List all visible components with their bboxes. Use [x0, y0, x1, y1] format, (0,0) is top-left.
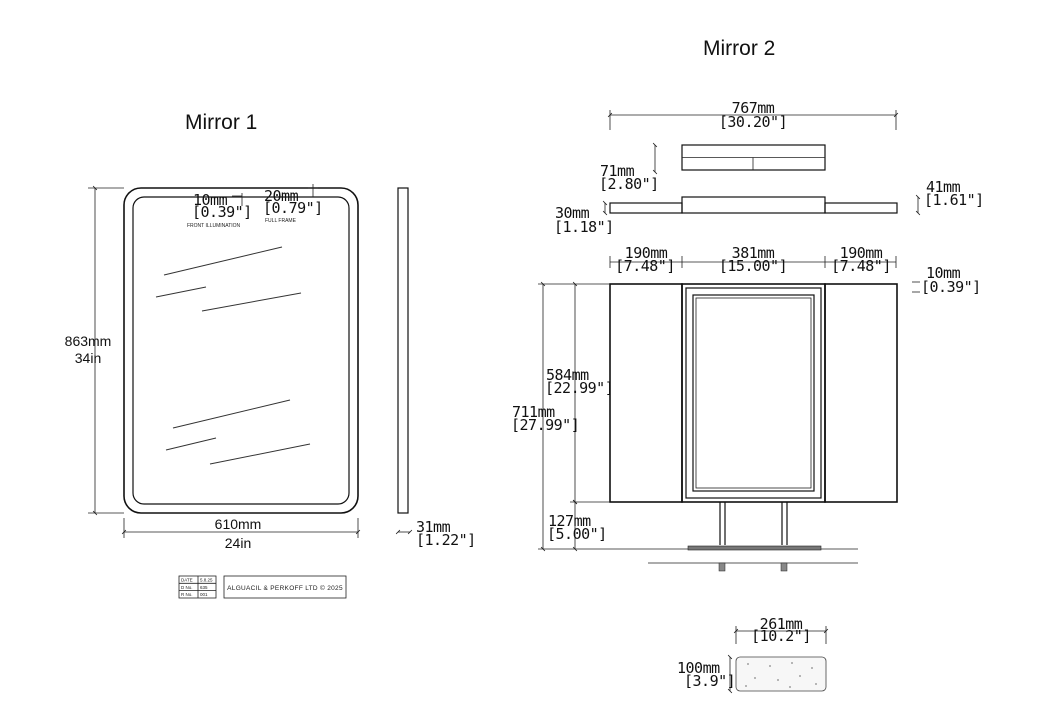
front-center-glass-inner [695, 297, 812, 489]
mirror1-height-mm: 863mm [65, 333, 112, 349]
front-left-panel [609, 283, 683, 503]
mirror2-group: Mirror 2 767mm [30.20"] 71mm [2.80"] 30m… [511, 37, 984, 694]
tb-date-value: 5.8.25 [200, 578, 213, 583]
mirror1-side-view [397, 187, 409, 514]
right-depth-in: [1.61"] [924, 191, 984, 209]
base-depth-mm: 100mm [677, 659, 720, 677]
frame-margin-in: [0.39"] [921, 278, 981, 296]
front-illumination-label: FRONT ILLUMINATION [187, 223, 241, 229]
mirror2-title: Mirror 2 [703, 37, 775, 60]
base-width-mm: 261mm [760, 615, 803, 633]
right-panel-in: [7.48"] [831, 257, 891, 275]
base-plate [735, 656, 827, 692]
front-center-glass [692, 294, 815, 492]
tb-date-label: DATE [181, 578, 193, 583]
mirror1-title: Mirror 1 [185, 111, 257, 134]
mirror1-reflection-lines [155, 246, 311, 465]
mirror-height-mm: 584mm [546, 366, 589, 384]
mirror1-group: Mirror 1 863mm 34in 610mm 24in 31mm [1. [65, 111, 476, 599]
side-depth-in: [1.18"] [554, 218, 614, 236]
right-depth-mm: 41mm [926, 178, 961, 196]
tb-dno-value: 635 [200, 585, 208, 590]
mirror1-height-in: 34in [75, 350, 101, 366]
front-illumination-mm: 10mm [193, 191, 228, 209]
full-frame-label: FULL FRAME [265, 218, 297, 224]
tb-rno-value: 001 [200, 592, 208, 597]
center-panel-mm: 381mm [732, 244, 775, 262]
mirror1-width-in: 24in [225, 535, 251, 551]
stand [648, 502, 858, 572]
side-depth-mm: 30mm [555, 204, 590, 222]
front-center-frame [685, 287, 822, 499]
top-view-right-wing [824, 202, 898, 214]
full-frame-in: [0.79"] [263, 199, 323, 217]
frame-margin-mm: 10mm [926, 264, 961, 282]
top-view-center [681, 196, 826, 214]
top-view-left-wing [609, 202, 683, 214]
mirror-height-in: [22.99"] [545, 379, 613, 397]
full-frame-mm: 20mm [264, 187, 299, 205]
left-panel-mm: 190mm [625, 244, 668, 262]
top-height-mm: 71mm [600, 162, 635, 180]
base-plate-holes [745, 662, 817, 688]
mirror1-depth-mm: 31mm [416, 518, 451, 536]
stand-height-in: [5.00"] [547, 525, 607, 543]
tb-rno-label: R No. [181, 592, 193, 597]
overall-width-in: [30.20"] [719, 113, 787, 131]
title-block: DATE 5.8.25 D No. 635 R No. 001 ALGUACIL… [178, 575, 347, 599]
center-panel-in: [15.00"] [719, 257, 787, 275]
stand-height-mm: 127mm [548, 512, 591, 530]
mirror1-depth-in: [1.22"] [416, 531, 476, 549]
left-panel-in: [7.48"] [615, 257, 675, 275]
overall-width-mm: 767mm [732, 99, 775, 117]
base-width-in: [10.2"] [751, 627, 811, 645]
right-panel-mm: 190mm [840, 244, 883, 262]
base-depth-in: [3.9"] [684, 672, 735, 690]
top-height-in: [2.80"] [599, 175, 659, 193]
front-illumination-in: [0.39"] [192, 203, 252, 221]
tb-company: ALGUACIL & PERKOFF LTD © 2025 [227, 584, 343, 592]
mirror1-width-mm: 610mm [215, 516, 262, 532]
front-center-panel [681, 283, 826, 503]
total-height-mm: 711mm [512, 403, 555, 421]
total-height-in: [27.99"] [511, 416, 579, 434]
tb-dno-label: D No. [181, 585, 193, 590]
mirror1-outer-frame [123, 187, 359, 514]
front-right-panel [824, 283, 898, 503]
mirror1-inner-frame [132, 196, 350, 505]
